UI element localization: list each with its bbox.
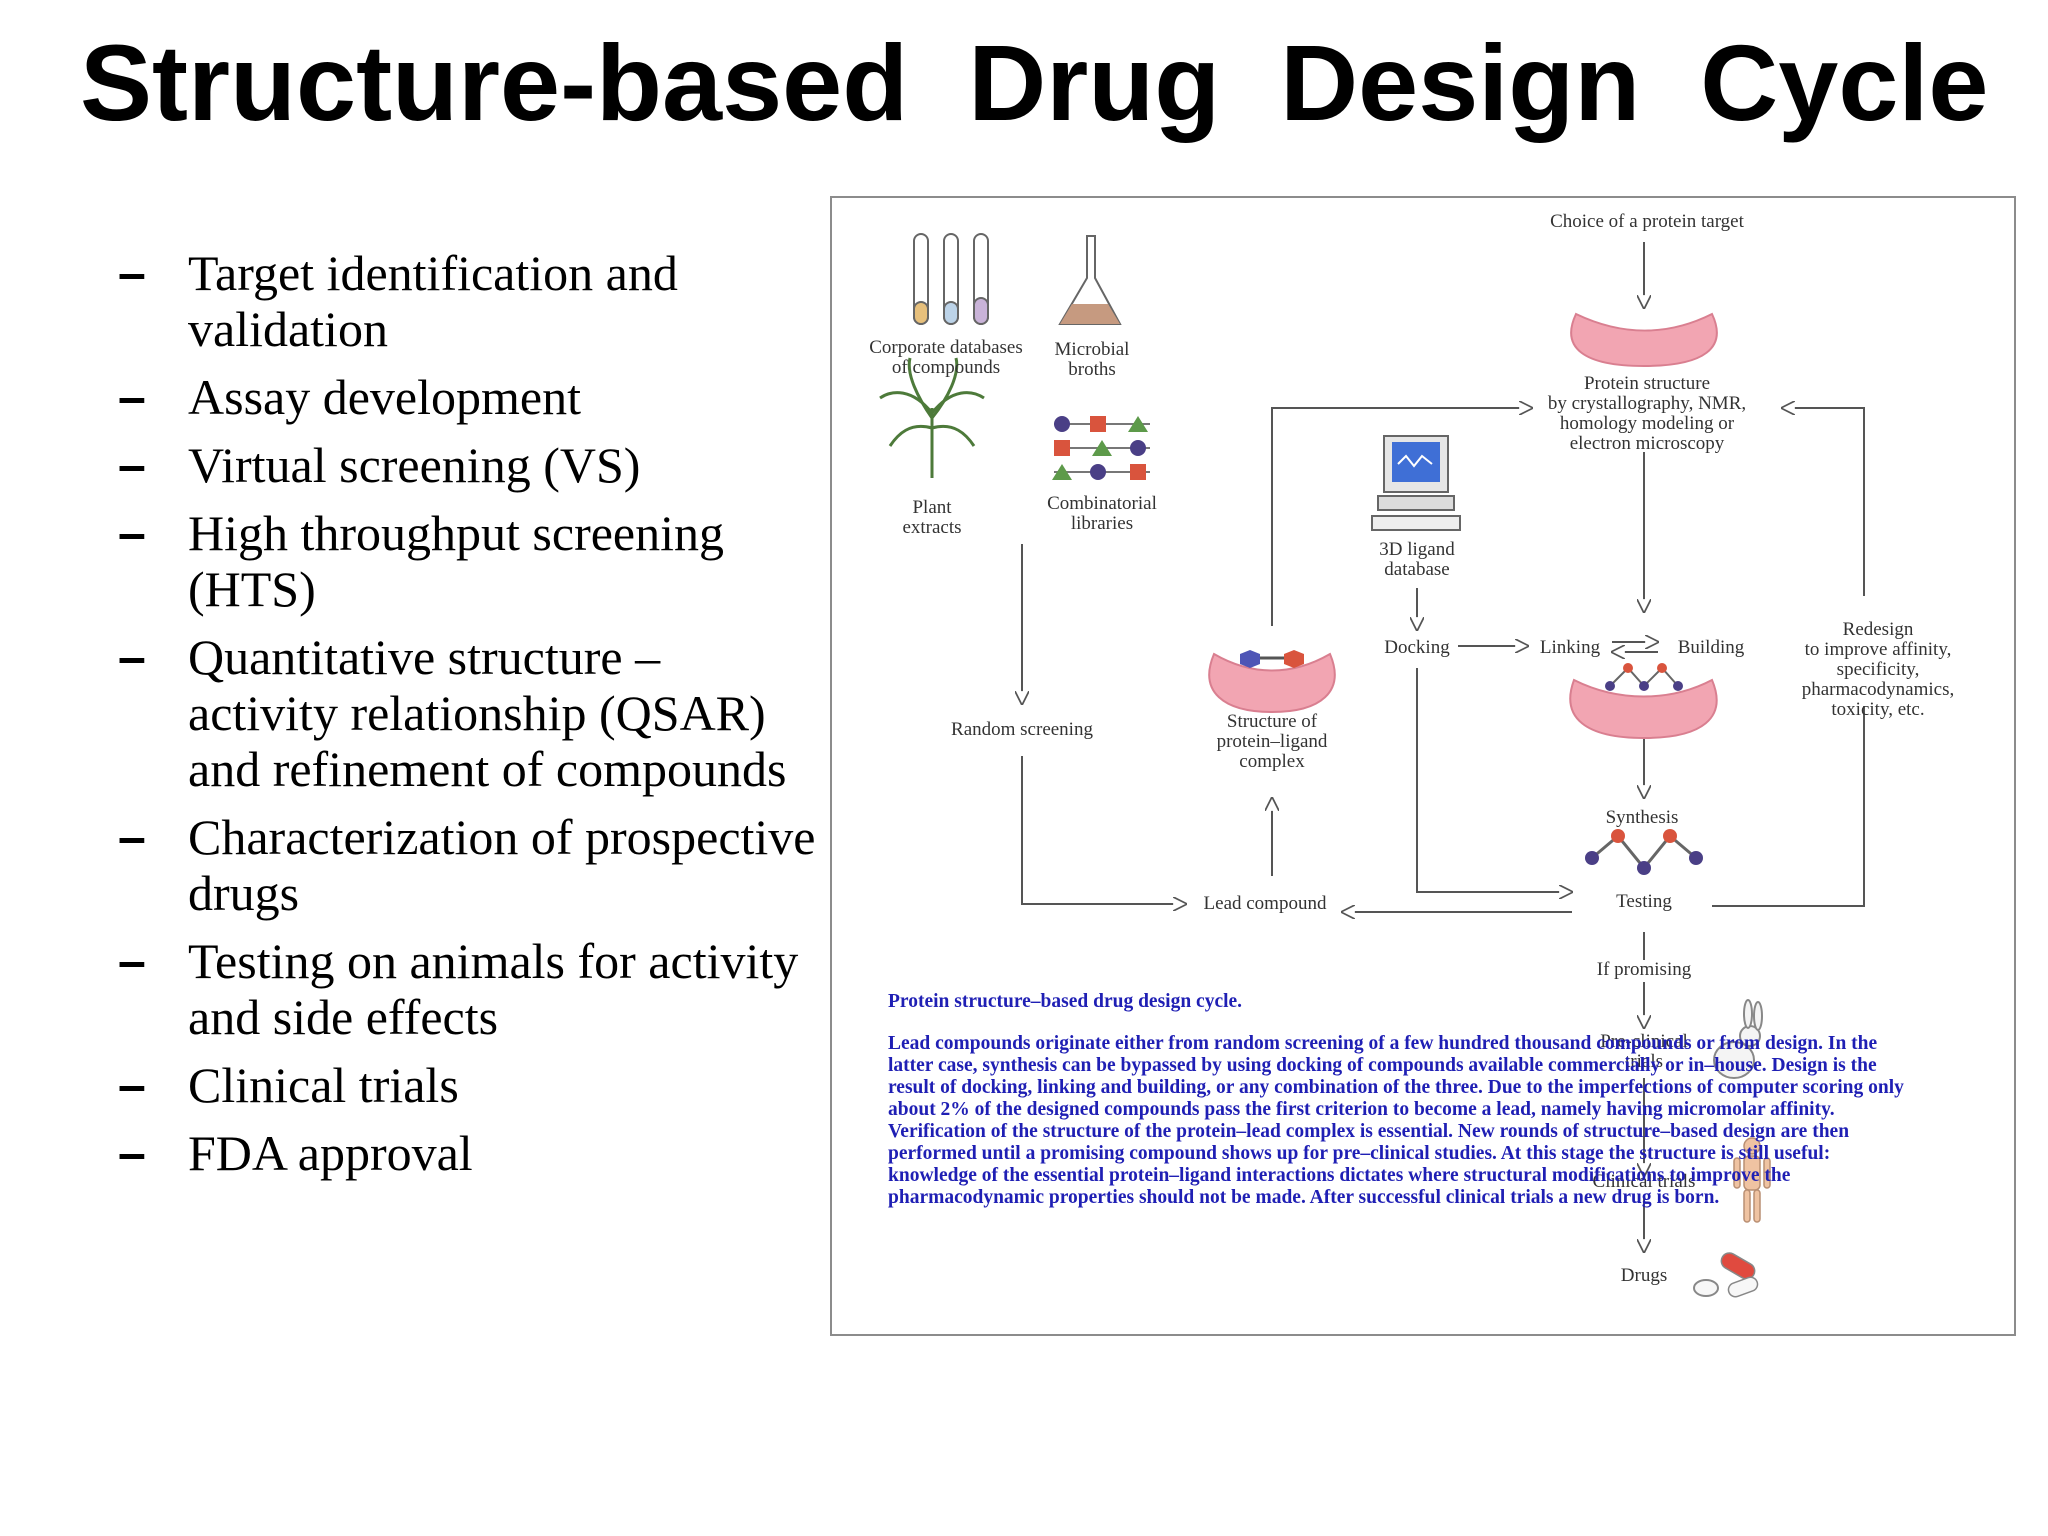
bullet-item: –FDA approval [118, 1125, 818, 1181]
bullet-dash: – [118, 437, 146, 493]
bullet-text: Virtual screening (VS) [188, 437, 641, 493]
arrow-complex-to-structure [1271, 408, 1532, 626]
label-random-screening: Random screening [951, 719, 1093, 740]
bullet-item: –Target identification and validation [118, 245, 818, 357]
label-plant-extracts: Plant extracts [902, 497, 962, 538]
slide-title: Structure-based Drug Design Cycle [80, 22, 1989, 143]
label-choice-of-target: Choice of a protein target [1550, 211, 1744, 232]
bullet-item: –High throughput screening (HTS) [118, 505, 818, 617]
label-microbial-broths: Microbial broths [1054, 339, 1130, 380]
bullet-text: High throughput screening (HTS) [188, 505, 725, 617]
bullet-dash: – [118, 1125, 146, 1181]
bullet-dash: – [118, 629, 146, 685]
label-linking: Linking [1539, 637, 1601, 658]
label-corporate-databases: Corporate databases of compounds [869, 337, 1023, 378]
bullet-item: –Testing on animals for activity and sid… [118, 933, 818, 1045]
rabbit-icon [1713, 999, 1763, 1079]
label-docking: Docking [1384, 637, 1450, 658]
label-testing: Testing [1616, 891, 1672, 912]
label-redesign: Redesign to improve affinity, specificit… [1801, 619, 1955, 720]
bullet-dash: – [118, 505, 146, 561]
bullet-dash: – [118, 933, 146, 989]
label-if-promising: If promising [1596, 959, 1692, 980]
test-tubes-icon [913, 233, 989, 325]
line-testing-to-redesign [1712, 706, 1865, 907]
bullet-dash: – [118, 369, 146, 425]
bullet-text: Quantitative structure – activity relati… [188, 629, 787, 797]
caption-title: Protein structure–based drug design cycl… [888, 991, 1243, 1012]
arrow-docking-to-testing [1416, 668, 1572, 892]
figure-caption: Protein structure–based drug design cycl… [888, 991, 1908, 1209]
plant-icon [879, 357, 985, 478]
bullet-text: Assay development [188, 369, 581, 425]
caption-body: Lead compounds originate either from ran… [888, 1033, 1904, 1208]
flask-icon [1058, 235, 1122, 325]
bullet-item: –Assay development [118, 369, 818, 425]
bullet-text: Testing on animals for activity and side… [188, 933, 799, 1045]
label-protein-ligand-complex: Structure of protein–ligand complex [1216, 711, 1328, 772]
label-building: Building [1677, 637, 1745, 658]
drug-design-cycle-figure: Choice of a protein target Corporate dat… [830, 196, 2016, 1336]
bullet-item: –Clinical trials [118, 1057, 818, 1113]
bullet-dash: – [118, 809, 146, 865]
molecule-icon [1585, 829, 1703, 875]
bullet-text: Target identification and validation [188, 245, 678, 357]
label-drugs: Drugs [1620, 1265, 1668, 1286]
protein-molecule-icon [1569, 663, 1718, 740]
bullet-text: FDA approval [188, 1125, 473, 1181]
bullet-item: –Virtual screening (VS) [118, 437, 818, 493]
label-3d-ligand-database: 3D ligand database [1379, 539, 1455, 580]
bullet-list: –Target identification and validation –A… [118, 245, 818, 1193]
protein-structure-icon [1570, 312, 1718, 368]
label-pre-clinical-trials: Pre-clinical trials [1600, 1031, 1688, 1072]
label-combinatorial-libraries: Combinatorial libraries [1047, 493, 1157, 534]
label-protein-structure: Protein structure by crystallography, NM… [1547, 373, 1747, 454]
cycle-diagram [879, 233, 1865, 1298]
bullet-text: Characterization of prospective drugs [188, 809, 816, 921]
arrow-redesign-to-structure [1782, 408, 1865, 596]
pills-icon [1693, 1252, 1759, 1298]
label-lead-compound: Lead compound [1203, 893, 1327, 914]
label-synthesis: Synthesis [1605, 807, 1679, 828]
bullet-text: Clinical trials [188, 1057, 459, 1113]
bullet-item: –Quantitative structure – activity relat… [118, 629, 818, 797]
bullet-item: –Characterization of prospective drugs [118, 809, 818, 921]
bullet-dash: – [118, 1057, 146, 1113]
label-clinical-trials: Clinical trials [1592, 1171, 1696, 1192]
bullet-dash: – [118, 245, 146, 301]
protein-ligand-complex-icon [1208, 650, 1336, 714]
arrow-random-to-lead [1021, 756, 1186, 904]
human-figure-icon [1733, 1137, 1771, 1223]
combinatorial-library-icon [1052, 416, 1150, 480]
computer-icon [1371, 435, 1461, 531]
